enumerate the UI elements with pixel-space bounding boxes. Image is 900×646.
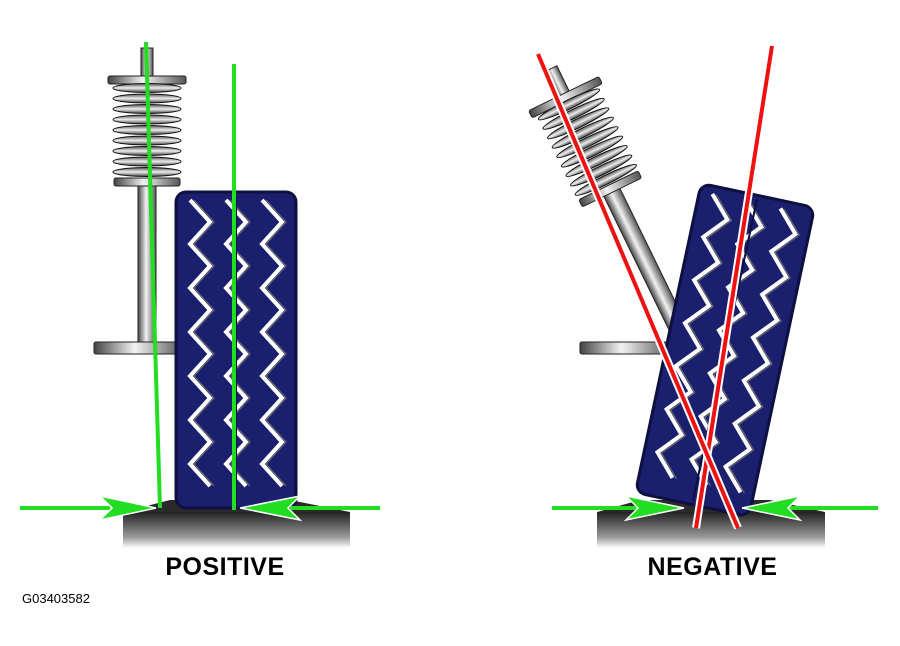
- camber-line-core: [536, 53, 740, 529]
- negative-label: NEGATIVE: [647, 553, 778, 581]
- strut-icon: [528, 65, 693, 355]
- arrow-icon: [741, 494, 878, 522]
- figure-id: G03403582: [22, 591, 90, 606]
- arrow-icon: [20, 494, 157, 522]
- vertical-reference-line-core: [694, 45, 774, 529]
- negative-panel: [528, 45, 878, 548]
- arrow-icon: [239, 494, 380, 522]
- positive-panel: [20, 41, 380, 548]
- coil-spring-icon: [537, 88, 637, 196]
- camber-line: [144, 41, 162, 509]
- arrow-icon: [552, 494, 685, 522]
- positive-label: POSITIVE: [165, 553, 285, 581]
